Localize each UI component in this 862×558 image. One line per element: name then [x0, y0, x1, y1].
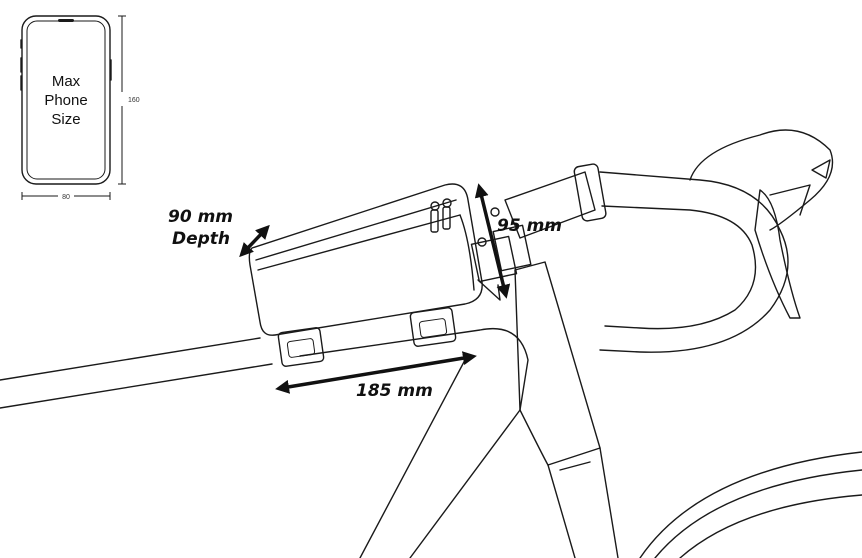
depth-value-label: 90 mm	[168, 207, 233, 227]
top-tube-bag	[248, 183, 501, 367]
hood-detail	[811, 159, 831, 179]
length-label: 185 mm	[356, 381, 433, 401]
phone-label-phone: Phone	[44, 92, 87, 109]
phone-speaker-icon	[58, 19, 74, 22]
bag-body	[248, 183, 483, 336]
brake-hood	[689, 129, 834, 231]
down-tube-right	[409, 409, 521, 558]
phone-height-label: 160	[128, 97, 140, 104]
fork-crown	[547, 447, 619, 558]
handlebar-drop-outer	[599, 171, 789, 353]
bag-side-seam	[459, 214, 475, 291]
top-tube-to-headtube	[299, 328, 529, 411]
shift-lever	[769, 184, 811, 216]
phone-outline	[21, 15, 111, 185]
bag-strap-front	[409, 307, 457, 347]
handlebar-assembly	[470, 129, 834, 353]
brake-lever	[754, 189, 801, 319]
phone-reference: Max Phone Size 160 80	[20, 15, 140, 201]
head-tube-front	[514, 261, 601, 449]
length-arrow	[275, 351, 477, 394]
phone-label-max: Max	[52, 73, 81, 90]
wheel-inner	[654, 469, 862, 558]
height-arrow	[474, 183, 511, 299]
top-tube-upper	[0, 337, 261, 381]
bike-frame	[0, 261, 862, 558]
fork-detail	[559, 461, 591, 471]
top-tube-lower	[0, 363, 273, 409]
stem	[504, 171, 596, 239]
depth-arrow	[239, 224, 270, 258]
wheel-rim	[679, 494, 862, 558]
fork-leg	[547, 464, 576, 558]
head-tube-rear	[514, 269, 549, 466]
phone-width-label: 80	[62, 194, 70, 201]
phone-label-size: Size	[51, 111, 80, 128]
height-label: 95 mm	[497, 216, 562, 236]
depth-word-label: Depth	[172, 229, 230, 249]
bag-lid-edge	[257, 214, 461, 271]
bar-clamp	[573, 163, 607, 222]
wheel-outer	[639, 451, 862, 558]
handlebar-drop-inner	[601, 205, 757, 330]
stem-bolt	[490, 207, 500, 217]
bag-zipper-line	[255, 199, 457, 261]
